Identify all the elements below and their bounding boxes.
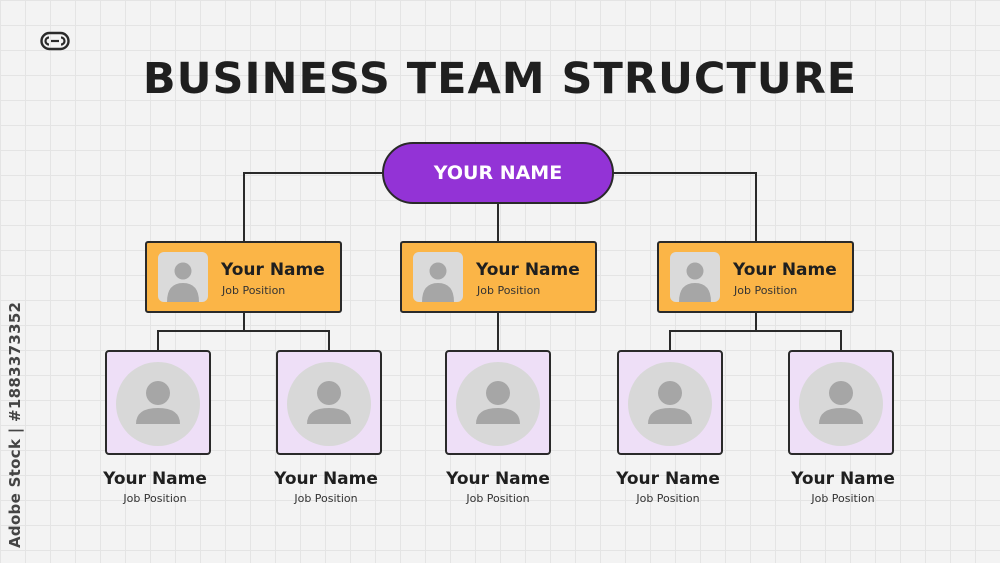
person-avatar-icon (628, 362, 712, 446)
person-avatar-icon (116, 362, 200, 446)
connector-manager-3 (669, 313, 842, 350)
connector-root-right (614, 172, 757, 241)
member-card[interactable] (276, 350, 382, 455)
member-card[interactable] (617, 350, 723, 455)
connector-root-left (243, 172, 382, 241)
manager-name: Your Name (476, 260, 580, 280)
member-position: Job Position (811, 492, 875, 505)
member-card[interactable] (445, 350, 551, 455)
manager-card[interactable]: Your Name Job Position (145, 241, 342, 313)
member-card[interactable] (105, 350, 211, 455)
member-position: Job Position (294, 492, 358, 505)
manager-position: Job Position (222, 284, 286, 297)
manager-name: Your Name (221, 260, 325, 280)
person-avatar-icon (413, 252, 463, 302)
manager-card[interactable]: Your Name Job Position (400, 241, 597, 313)
person-avatar-icon (456, 362, 540, 446)
manager-name: Your Name (733, 260, 837, 280)
member-name: Your Name (103, 469, 207, 489)
root-name: YOUR NAME (433, 162, 563, 184)
manager-position: Job Position (734, 284, 798, 297)
person-avatar-icon (287, 362, 371, 446)
person-avatar-icon (799, 362, 883, 446)
page-title: BUSINESS TEAM STRUCTURE (142, 54, 858, 104)
member-position: Job Position (123, 492, 187, 505)
member-position: Job Position (466, 492, 530, 505)
root-node[interactable]: YOUR NAME (382, 142, 614, 204)
member-name: Your Name (274, 469, 378, 489)
member-position: Job Position (636, 492, 700, 505)
member-name: Your Name (791, 469, 895, 489)
manager-position: Job Position (477, 284, 541, 297)
stock-watermark: Adobe Stock | #1883373352 (6, 301, 24, 548)
member-name: Your Name (616, 469, 720, 489)
connector-manager-1 (157, 313, 330, 350)
member-name: Your Name (446, 469, 550, 489)
person-avatar-icon (670, 252, 720, 302)
member-card[interactable] (788, 350, 894, 455)
person-avatar-icon (158, 252, 208, 302)
stock-logo-icon (40, 31, 70, 51)
manager-card[interactable]: Your Name Job Position (657, 241, 854, 313)
